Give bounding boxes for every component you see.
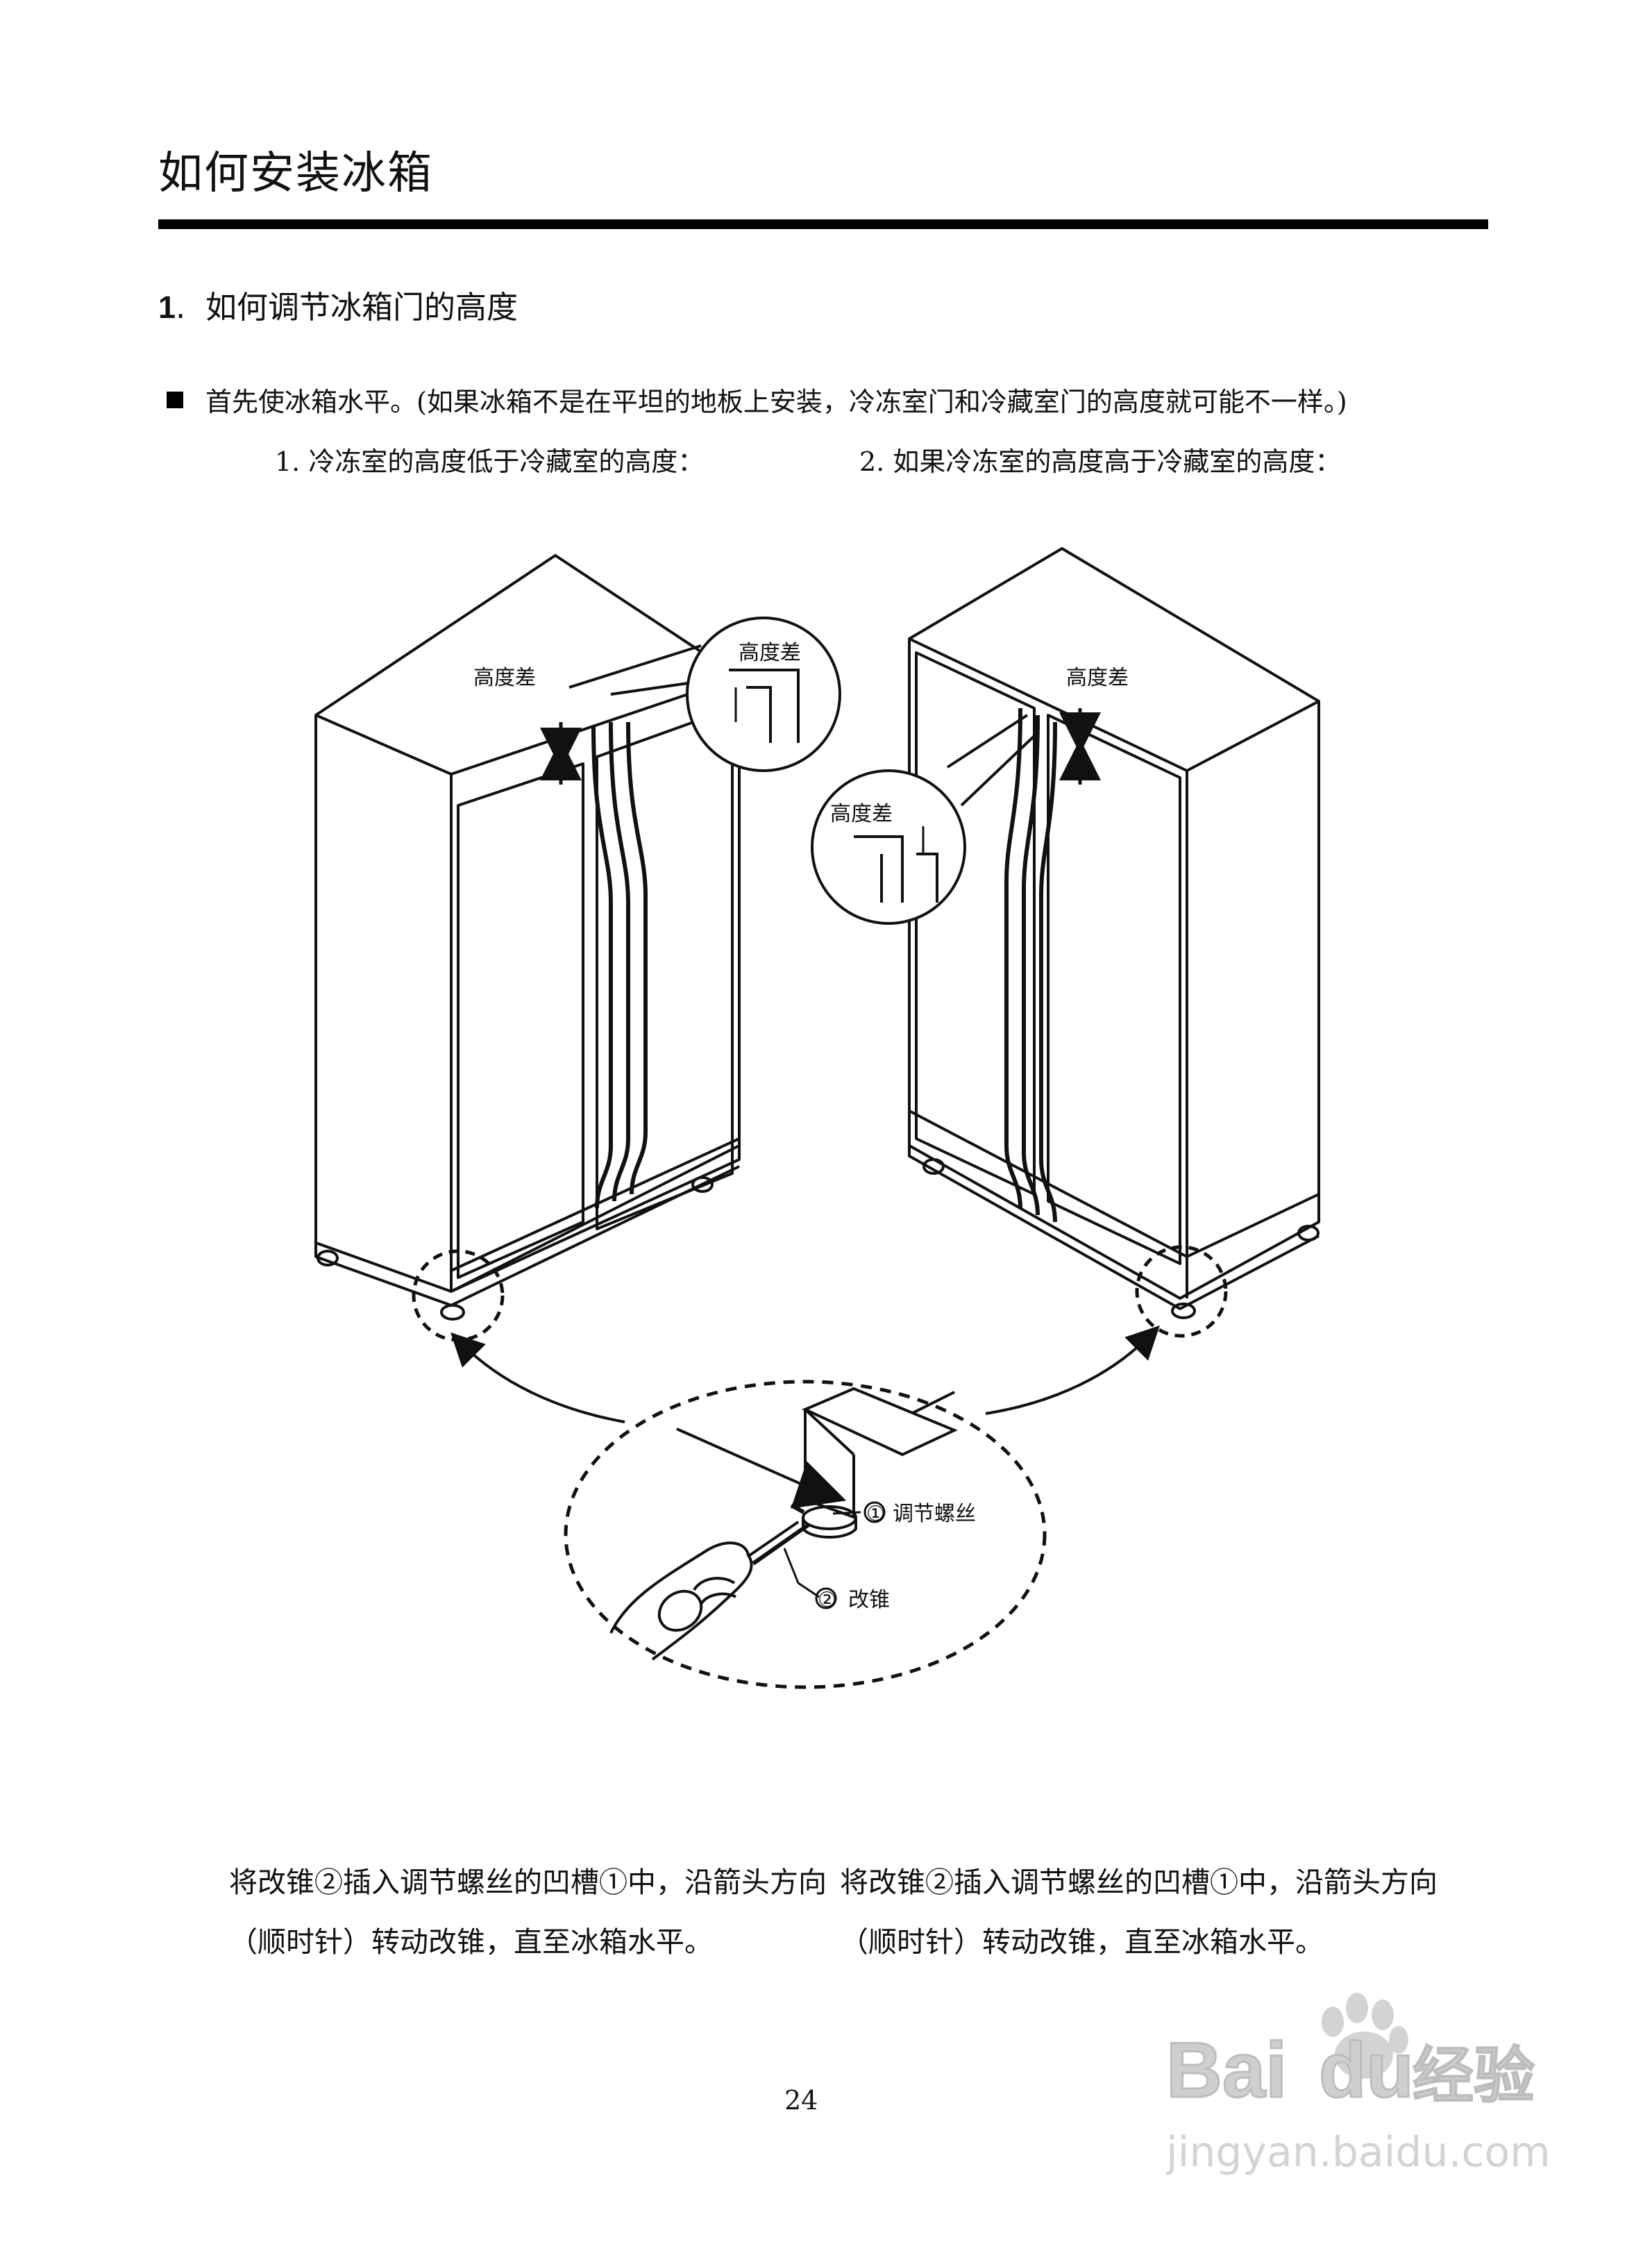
part1-label: 调节螺丝 — [893, 1502, 976, 1526]
section-heading-text: 如何调节冰箱门的高度 — [205, 289, 518, 326]
section-number: 1 — [158, 290, 176, 325]
square-bullet-icon — [167, 392, 183, 408]
page-number: 24 — [784, 2085, 818, 2116]
right-zoom-callout — [811, 714, 1036, 925]
intro-line: 首先使冰箱水平。(如果冰箱不是在平坦的地板上安装，冷冻室门和冷藏室门的高度就可能… — [167, 389, 1347, 415]
watermark-url: jingyan.baidu.com — [1166, 2128, 1551, 2177]
part1-marker: ① — [866, 1502, 885, 1526]
description-right: 将改锥②插入调节螺丝的凹槽①中，沿箭头方向（顺时针）转动改锥，直至冰箱水平。 — [840, 1866, 1438, 1959]
intro-text: 首先使冰箱水平。(如果冰箱不是在平坦的地板上安装，冷冻室门和冷藏室门的高度就可能… — [205, 387, 1347, 417]
right-zoom-height-diff-label: 高度差 — [830, 802, 893, 826]
watermark-brand-right: du — [1319, 2027, 1414, 2113]
left-zoom-height-diff-label: 高度差 — [739, 641, 801, 665]
description-left: 将改锥②插入调节螺丝的凹槽①中，沿箭头方向（顺时针）转动改锥，直至冰箱水平。 — [229, 1866, 827, 1959]
case-left-label: 1. 冷冻室的高度低于冷藏室的高度： — [275, 446, 705, 477]
refrigerator-figure: 高度差 高度差 高度差 高度差 — [314, 547, 1320, 1689]
part2-label: 改锥 — [848, 1588, 890, 1612]
baidu-jingyan-watermark: Bai du 经验 jingyan.baidu.com — [1166, 1993, 1551, 2177]
watermark-brand-left: Bai — [1166, 2027, 1287, 2113]
pointer-arrows — [450, 1325, 1160, 1423]
left-height-diff-label: 高度差 — [473, 666, 536, 690]
left-zoom-callout — [568, 617, 841, 772]
adjustment-detail — [564, 1380, 1047, 1689]
page-title: 如何安装冰箱 — [158, 148, 433, 199]
right-height-diff-label: 高度差 — [1066, 666, 1129, 690]
case-right-label: 2. 如果冷冻室的高度高于冷藏室的高度： — [859, 446, 1342, 477]
title-rule — [158, 219, 1488, 229]
right-refrigerator — [908, 547, 1320, 1338]
part2-marker: ② — [818, 1588, 836, 1612]
section-separator: . — [176, 289, 186, 326]
paw-icon — [1322, 1993, 1408, 2079]
section-heading: 1. 如何调节冰箱门的高度 — [158, 292, 518, 323]
watermark-brand-suffix: 经验 — [1413, 2040, 1535, 2111]
